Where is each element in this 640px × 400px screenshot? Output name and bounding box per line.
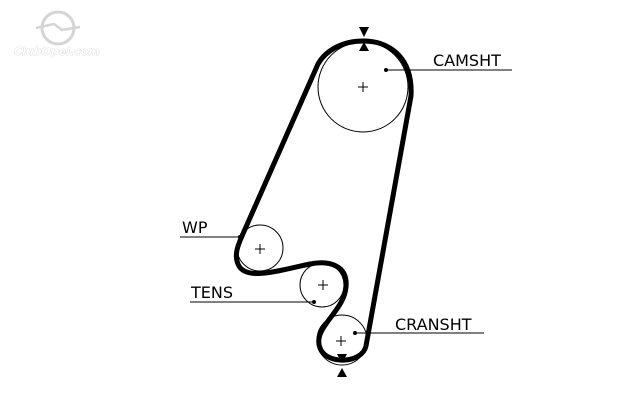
crankshaft-leader-dot [353,331,357,335]
water-pump-center-cross [255,244,265,254]
crankshaft-center-cross [336,336,346,346]
camshaft-center-cross [358,82,368,92]
water-pump-leader-dot [238,235,242,239]
watermark-text: ClubOpel.com [14,45,100,58]
camshaft-leader-dot [384,68,388,72]
timing-belt [233,38,414,363]
camshaft-label: CAMSHT [433,51,501,70]
tensioner-center-cross [318,280,328,290]
tensioner-leader-dot [312,300,316,304]
water-pump-label: WP [182,218,208,237]
timing-marks [337,27,369,377]
leader-lines [180,68,512,335]
crankshaft-label: CRANSHT [395,315,472,334]
watermark: ClubOpel.com [14,10,100,58]
crank-timing-mark-top [337,354,347,363]
cam-timing-mark-top [359,27,369,37]
cam-timing-mark-bottom [359,42,369,51]
crank-timing-mark-bottom [337,368,347,377]
pulley-centers [255,82,368,346]
opel-logo-icon [35,10,81,46]
tensioner-label: TENS [190,283,233,302]
